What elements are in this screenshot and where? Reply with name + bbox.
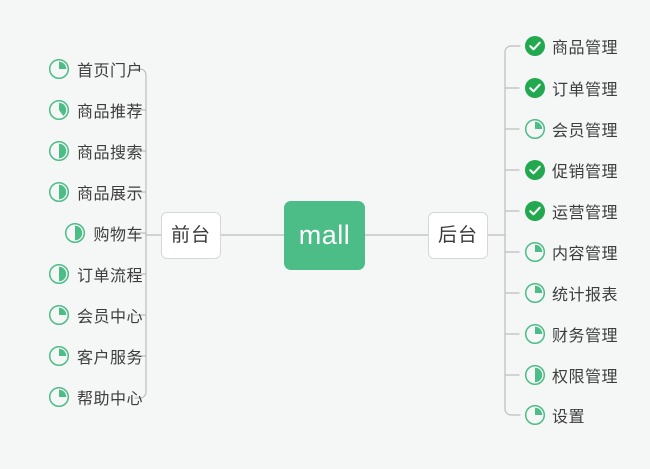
leaf-item-frontend-3[interactable]: 商品搜索	[48, 138, 143, 164]
leaf-item-backend-3[interactable]: 会员管理	[524, 116, 618, 142]
leaf-item-backend-label: 权限管理	[552, 369, 619, 386]
pie-progress-icon	[48, 304, 70, 326]
leaf-item-frontend-label: 商品推荐	[76, 104, 143, 121]
pie-progress-icon	[524, 241, 546, 263]
branch-node-backend[interactable]: 后台	[428, 212, 488, 259]
leaf-item-backend-label: 财务管理	[552, 328, 619, 345]
leaf-item-backend-5[interactable]: 运营管理	[524, 198, 618, 224]
pie-progress-icon	[48, 386, 70, 408]
leaf-item-frontend-label: 订单流程	[76, 268, 143, 285]
leaf-item-backend-8[interactable]: 财务管理	[524, 321, 618, 347]
leaf-item-backend-7[interactable]: 统计报表	[524, 280, 618, 306]
branch-node-frontend[interactable]: 前台	[161, 212, 221, 259]
leaf-item-backend-label: 设置	[552, 409, 586, 426]
leaf-item-frontend-label: 帮助中心	[76, 391, 143, 408]
leaf-item-backend-1[interactable]: 商品管理	[524, 33, 618, 59]
check-circle-icon	[525, 78, 545, 98]
leaf-item-backend-6[interactable]: 内容管理	[524, 239, 618, 265]
leaf-item-backend-label: 会员管理	[552, 123, 619, 140]
pie-progress-icon	[65, 222, 86, 244]
leaf-item-backend-4[interactable]: 促销管理	[524, 157, 618, 183]
leaf-item-backend-10[interactable]: 设置	[524, 402, 585, 428]
leaf-item-frontend-label: 购物车	[93, 227, 143, 244]
leaf-item-backend-label: 内容管理	[552, 246, 619, 263]
leaf-item-frontend-label: 商品展示	[76, 186, 143, 203]
leaf-item-frontend-5[interactable]: 购物车	[64, 220, 143, 246]
pie-progress-icon	[48, 58, 70, 80]
leaf-item-frontend-8[interactable]: 客户服务	[48, 343, 143, 369]
check-circle-icon	[525, 160, 545, 180]
pie-progress-icon	[48, 140, 70, 162]
leaf-item-frontend-label: 会员中心	[76, 309, 143, 326]
leaf-item-backend-9[interactable]: 权限管理	[524, 362, 618, 388]
leaf-item-frontend-label: 商品搜索	[76, 145, 143, 162]
leaf-item-backend-label: 统计报表	[552, 287, 619, 304]
leaf-item-frontend-7[interactable]: 会员中心	[48, 302, 143, 328]
leaf-item-backend-label: 运营管理	[552, 205, 619, 222]
leaf-item-backend-label: 促销管理	[552, 164, 619, 181]
pie-progress-icon	[48, 263, 70, 285]
pie-progress-icon	[48, 181, 70, 203]
leaf-item-frontend-6[interactable]: 订单流程	[48, 261, 143, 287]
pie-progress-icon	[524, 118, 546, 140]
pie-progress-icon	[524, 323, 546, 345]
leaf-item-frontend-label: 客户服务	[76, 350, 143, 367]
branch-node-backend-label: 后台	[437, 225, 478, 246]
pie-progress-icon	[524, 282, 546, 304]
leaf-item-backend-label: 订单管理	[552, 82, 619, 99]
leaf-item-backend-2[interactable]: 订单管理	[524, 75, 618, 101]
pie-progress-icon	[48, 345, 70, 367]
leaf-item-frontend-2[interactable]: 商品推荐	[48, 97, 143, 123]
leaf-item-frontend-4[interactable]: 商品展示	[48, 179, 143, 205]
pie-progress-icon	[524, 404, 546, 426]
root-node-mall[interactable]: mall	[284, 201, 365, 270]
pie-progress-icon	[524, 364, 546, 386]
root-node-label: mall	[298, 220, 351, 250]
leaf-item-frontend-9[interactable]: 帮助中心	[48, 384, 143, 410]
branch-node-frontend-label: 前台	[170, 225, 211, 246]
check-circle-icon	[525, 201, 545, 221]
check-circle-icon	[525, 36, 545, 56]
leaf-item-frontend-label: 首页门户	[76, 63, 143, 80]
leaf-item-frontend-1[interactable]: 首页门户	[48, 56, 143, 82]
leaf-item-backend-label: 商品管理	[552, 40, 619, 57]
pie-progress-icon	[48, 99, 70, 121]
